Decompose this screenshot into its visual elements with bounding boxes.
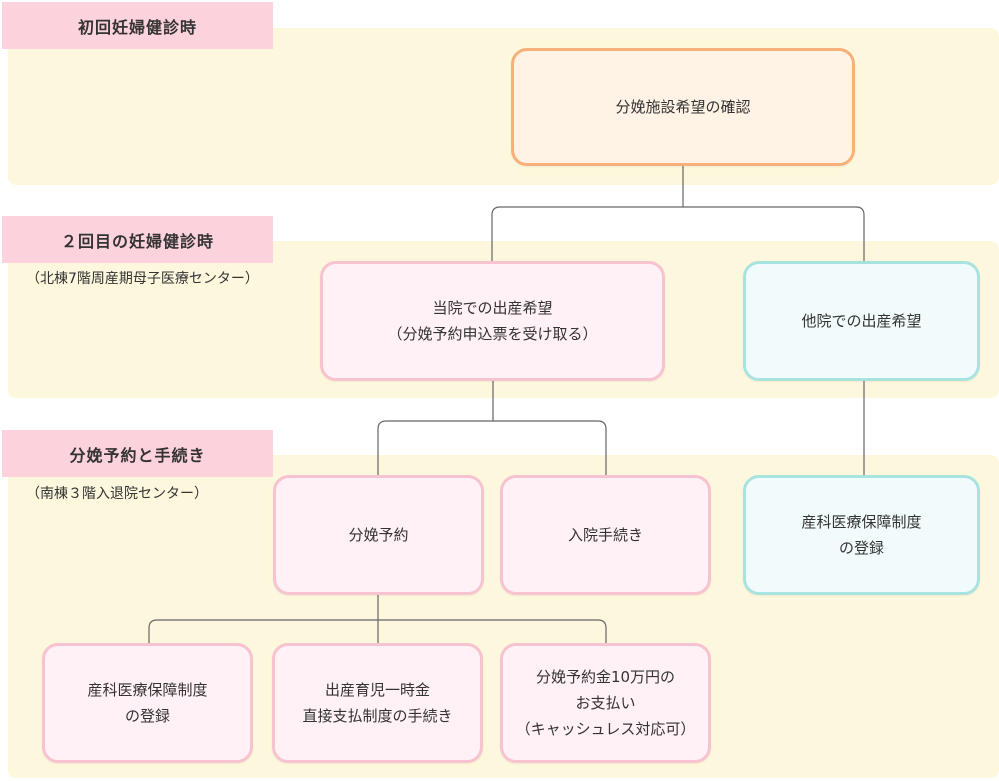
node-text: 分娩予約金10万円の [535, 667, 676, 686]
node-text: 直接支払制度の手続き [302, 707, 453, 725]
node-birth-elsewhere: 他院での出産希望 [743, 261, 980, 381]
section-1-tag: 初回妊婦健診時 [2, 2, 273, 49]
node-text: （分娩予約申込票を受け取る） [387, 325, 598, 343]
section-3-location: （南棟３階入退院センター） [26, 486, 208, 502]
node-deposit-payment: 分娩予約金10万円の お支払い （キャッシュレス対応可） [500, 643, 711, 763]
node-birth-here: 当院での出産希望 （分娩予約申込票を受け取る） [320, 261, 665, 381]
node-compensation-registration-elsewhere: 産科医療保障制度 の登録 [743, 475, 980, 595]
node-text: 産科医療保障制度 [801, 512, 922, 531]
node-text: 他院での出産希望 [801, 311, 922, 330]
node-delivery-reservation: 分娩予約 [273, 475, 484, 595]
node-text: 分娩施設希望の確認 [615, 97, 751, 116]
node-text: の登録 [838, 539, 884, 557]
node-text: 当院での出産希望 [432, 298, 553, 317]
node-lump-sum-procedure: 出産育児一時金 直接支払制度の手続き [272, 643, 483, 763]
node-text: 入院手続き [567, 525, 643, 544]
node-facility-confirmation: 分娩施設希望の確認 [511, 48, 855, 166]
section-2-tag: ２回目の妊婦健診時 [2, 216, 273, 263]
section-2-location: （北棟7階周産期母子医療センター） [26, 271, 259, 287]
connector-reserve-split [148, 593, 607, 644]
node-text: （キャッシュレス対応可） [515, 720, 696, 739]
section-3-tag: 分娩予約と手続き [2, 430, 273, 477]
node-text: 分娩予約 [348, 525, 409, 544]
node-text: 産科医療保障制度 [87, 680, 208, 699]
node-text: の登録 [124, 707, 170, 725]
connector-here-split [377, 379, 607, 476]
node-admission-procedure: 入院手続き [500, 475, 711, 595]
node-text: 出産育児一時金 [324, 680, 430, 699]
node-text: お支払い [575, 693, 636, 712]
node-compensation-registration: 産科医療保障制度 の登録 [42, 643, 253, 763]
connector-confirm-split [491, 164, 865, 262]
